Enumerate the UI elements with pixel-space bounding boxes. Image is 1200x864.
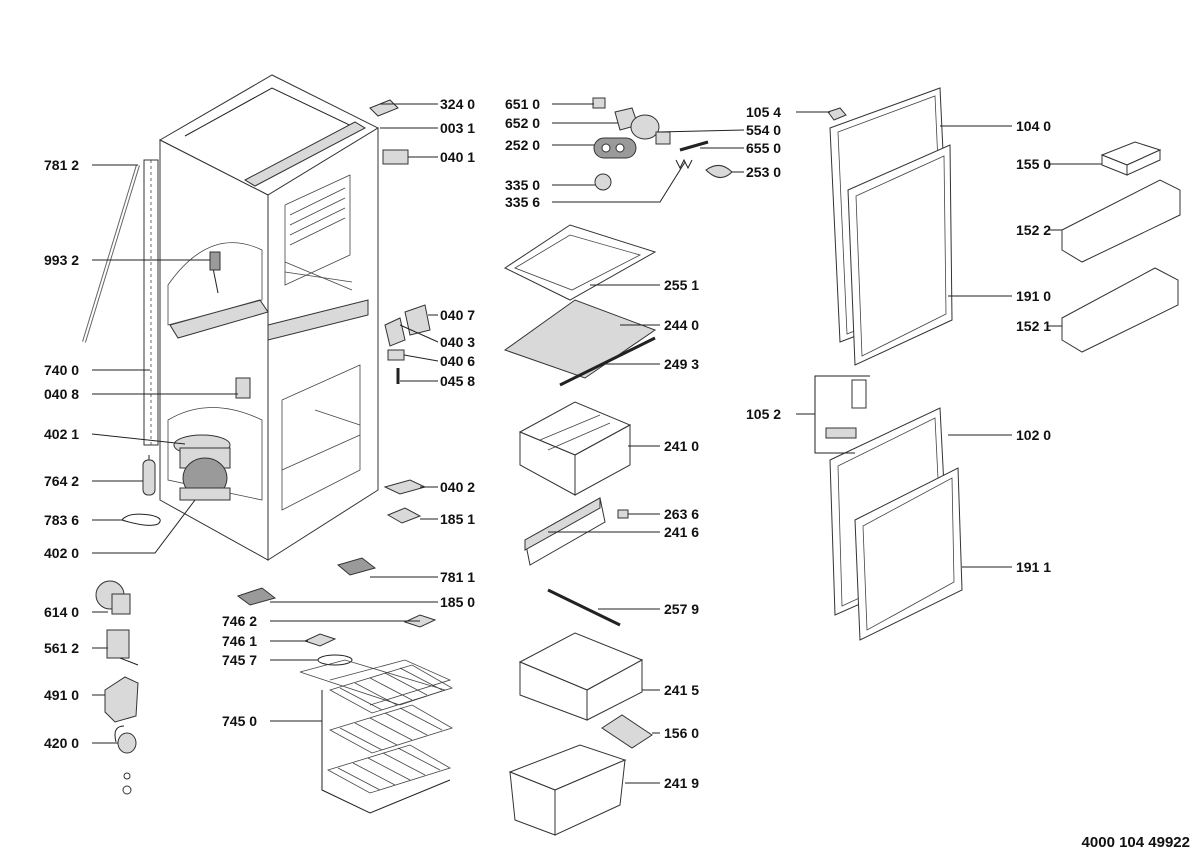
part-label-040-3: 040 3	[440, 334, 476, 350]
part-label-105-2: 105 2	[746, 406, 782, 422]
part-label-040-1: 040 1	[440, 149, 476, 165]
part-label-152-1: 152 1	[1016, 318, 1052, 334]
part-label-185-0: 185 0	[440, 594, 476, 610]
part-label-156-0: 156 0	[664, 725, 700, 741]
upper-door-drawing	[827, 87, 1181, 366]
part-label-764-2: 764 2	[44, 473, 80, 489]
part-label-102-0: 102 0	[1016, 427, 1052, 443]
part-label-253-0: 253 0	[746, 164, 782, 180]
part-label-241-6: 241 6	[664, 524, 700, 540]
part-label-257-9: 257 9	[664, 601, 700, 617]
part-label-040-8: 040 8	[44, 386, 80, 402]
part-label-324-0: 324 0	[440, 96, 476, 112]
thermostat-and-light-drawing	[592, 97, 733, 191]
part-label-241-0: 241 0	[664, 438, 700, 454]
part-label-191-1: 191 1	[1016, 559, 1052, 575]
part-label-191-0: 191 0	[1016, 288, 1052, 304]
part-label-655-0: 655 0	[746, 140, 782, 156]
document-number: 4000 104 49922	[1081, 834, 1190, 851]
glass-shelf-drawing	[503, 224, 657, 387]
part-label-745-0: 745 0	[222, 713, 258, 729]
lower-door-drawing	[825, 379, 963, 641]
part-label-652-0: 652 0	[505, 115, 541, 131]
part-label-402-1: 402 1	[44, 426, 80, 442]
part-label-003-1: 003 1	[440, 120, 476, 136]
part-label-651-0: 651 0	[505, 96, 541, 112]
part-label-155-0: 155 0	[1016, 156, 1052, 172]
part-label-554-0: 554 0	[746, 122, 782, 138]
part-label-746-2: 746 2	[222, 613, 258, 629]
part-label-335-6: 335 6	[505, 194, 541, 210]
part-label-263-6: 263 6	[664, 506, 700, 522]
part-label-783-6: 783 6	[44, 512, 80, 528]
left-parts-drawing	[82, 159, 251, 795]
part-label-561-2: 561 2	[44, 640, 80, 656]
part-label-152-2: 152 2	[1016, 222, 1052, 238]
part-label-781-1: 781 1	[440, 569, 476, 585]
part-label-614-0: 614 0	[44, 604, 80, 620]
part-label-335-0: 335 0	[505, 177, 541, 193]
part-label-993-2: 993 2	[44, 252, 80, 268]
part-label-420-0: 420 0	[44, 735, 80, 751]
part-label-740-0: 740 0	[44, 362, 80, 378]
part-label-040-7: 040 7	[440, 307, 476, 323]
crisper-drawers-drawing	[508, 401, 653, 836]
part-label-185-1: 185 1	[440, 511, 476, 527]
part-label-104-0: 104 0	[1016, 118, 1052, 134]
part-label-249-3: 249 3	[664, 356, 700, 372]
part-label-255-1: 255 1	[664, 277, 700, 293]
part-label-040-6: 040 6	[440, 353, 476, 369]
part-label-244-0: 244 0	[664, 317, 700, 333]
hinge-parts-drawing	[236, 99, 437, 666]
part-label-491-0: 491 0	[44, 687, 80, 703]
leader-lines	[91, 103, 1102, 784]
wire-shelf-drawing	[299, 659, 453, 814]
part-label-746-1: 746 1	[222, 633, 258, 649]
part-label-241-9: 241 9	[664, 775, 700, 791]
part-label-781-2: 781 2	[44, 157, 80, 173]
part-label-241-5: 241 5	[664, 682, 700, 698]
part-label-402-0: 402 0	[44, 545, 80, 561]
part-label-045-8: 045 8	[440, 373, 476, 389]
part-label-252-0: 252 0	[505, 137, 541, 153]
part-label-105-4: 105 4	[746, 104, 782, 120]
part-label-745-7: 745 7	[222, 652, 258, 668]
part-label-040-2: 040 2	[440, 479, 476, 495]
